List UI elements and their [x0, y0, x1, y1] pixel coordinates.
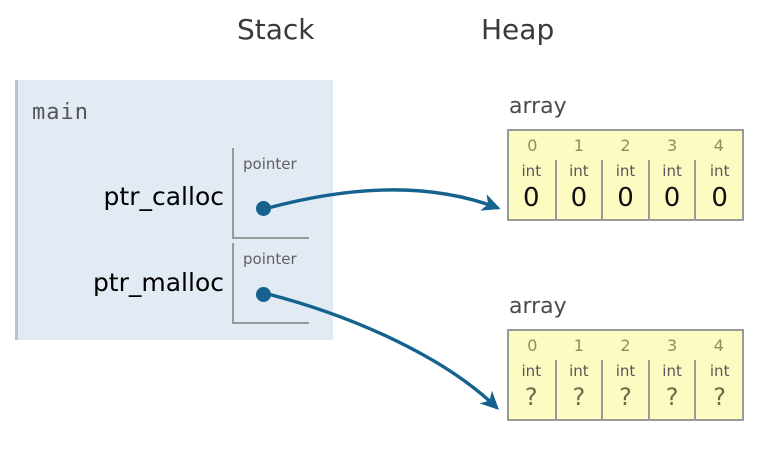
heap-cell-value: 0 [523, 183, 540, 213]
pointer-cell-ptr-malloc: pointer [232, 243, 309, 324]
heap-cell-index: 4 [713, 136, 724, 155]
heap-cell-value: ? [665, 383, 679, 411]
heap-cell-type: int [615, 162, 636, 180]
heap-cell-type: int [521, 362, 542, 380]
heap-cell-index: 3 [666, 136, 678, 155]
heap-cell: 4 int 0 [694, 131, 742, 219]
heap-cell-index: 1 [573, 336, 584, 355]
heap-cell-type: int [662, 362, 682, 380]
heap-cell-value: 0 [711, 183, 728, 213]
heap-array-name: array [509, 94, 567, 119]
heap-cell-type: int [521, 162, 542, 180]
heap-array-name: array [509, 294, 567, 319]
heap-array-box: 0 int ? 1 int ? 2 int ? [507, 329, 744, 421]
heap-cell: 1 int 0 [554, 131, 604, 219]
heap-cell-index: 0 [527, 136, 538, 155]
heap-cell: 2 int ? [601, 331, 650, 419]
heap-cell-value: ? [713, 383, 727, 411]
heap-cell-value: ? [524, 383, 538, 411]
heap-cell: 0 int ? [509, 331, 557, 419]
heap-array-box: 0 int 0 1 int 0 2 int 0 [507, 129, 744, 221]
variable-label-ptr-calloc: ptr_calloc [103, 182, 224, 211]
heap-cell-index: 2 [620, 336, 631, 355]
heap-array-calloc: array 0 int 0 1 int 0 2 int 0 [507, 96, 744, 221]
heap-cell-type: int [709, 162, 730, 180]
pointer-type-label: pointer [243, 155, 297, 173]
heap-cell-index: 0 [527, 336, 538, 355]
heap-cell-value: ? [572, 383, 586, 411]
stack-frame-name: main [32, 100, 89, 125]
heap-cell: 3 int ? [647, 331, 697, 419]
heap-cell: 1 int ? [554, 331, 604, 419]
heap-cell-value: 0 [663, 183, 681, 213]
heap-cell-value: ? [619, 383, 632, 411]
heap-cell-index: 2 [620, 136, 631, 155]
heap-cell: 2 int 0 [601, 131, 650, 219]
heap-cell: 0 int 0 [509, 131, 557, 219]
heap-cell-value: 0 [570, 183, 588, 213]
pointer-cell-ptr-calloc: pointer [232, 148, 309, 239]
heap-cell-index: 4 [713, 336, 724, 355]
pointer-dot-icon [256, 201, 271, 216]
pointer-type-label: pointer [243, 250, 297, 268]
heap-cell-index: 3 [666, 336, 678, 355]
pointer-dot-icon [256, 287, 271, 302]
heap-cell: 3 int 0 [647, 131, 697, 219]
heap-cell: 4 int ? [694, 331, 742, 419]
heap-column-title: Heap [481, 13, 555, 46]
variable-label-ptr-malloc: ptr_malloc [92, 268, 224, 297]
heap-cell-type: int [615, 362, 636, 380]
stack-column-title: Stack [237, 13, 315, 46]
heap-cell-type: int [662, 162, 682, 180]
heap-cell-type: int [569, 162, 589, 180]
heap-cell-type: int [709, 362, 730, 380]
heap-cell-index: 1 [573, 136, 584, 155]
heap-cell-type: int [569, 362, 589, 380]
heap-array-malloc: array 0 int ? 1 int ? 2 int ? [507, 296, 744, 421]
heap-cell-value: 0 [617, 183, 634, 213]
